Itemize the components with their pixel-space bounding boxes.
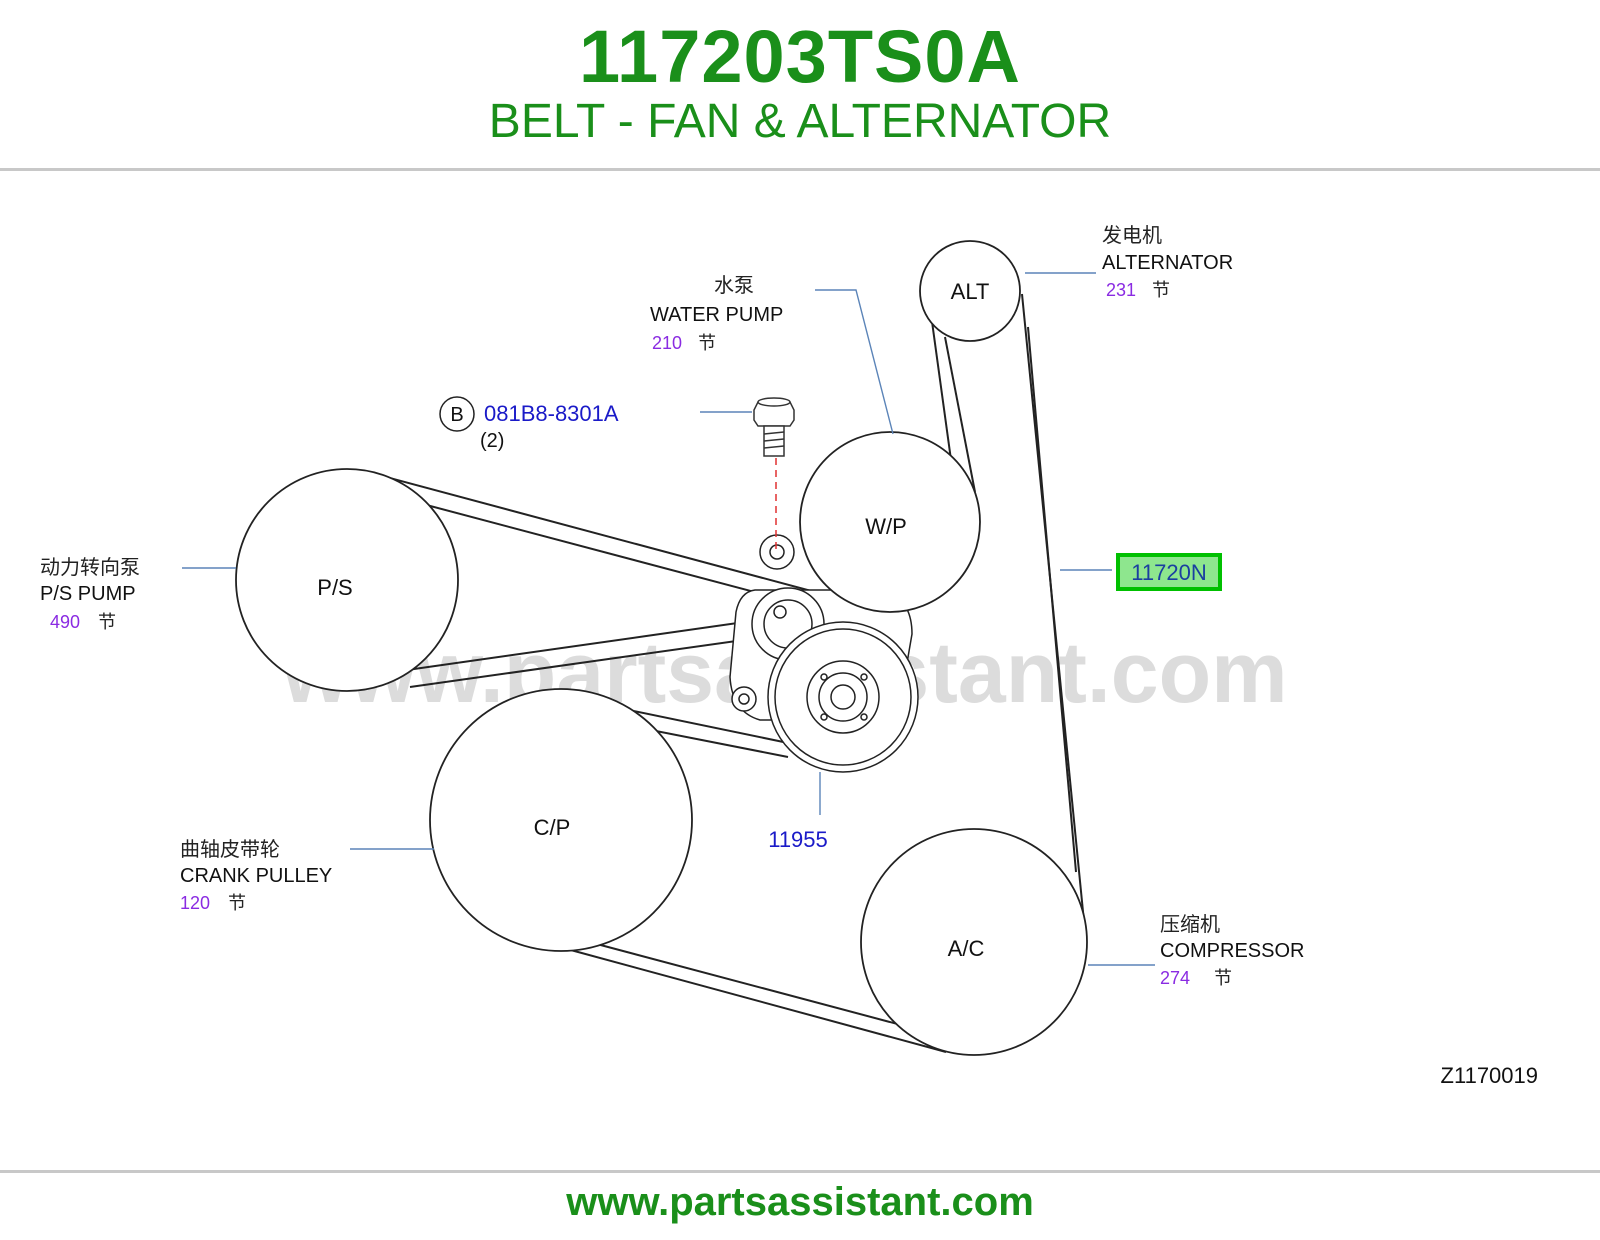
bolt-marker-circle bbox=[439, 396, 475, 432]
wp-pulley-label: W/P bbox=[865, 514, 907, 539]
cp-pulley-label: C/P bbox=[534, 815, 571, 840]
alt-pulley-label: ALT bbox=[951, 279, 990, 304]
footer-divider bbox=[0, 1170, 1600, 1173]
water-pump-count-link[interactable]: 210 bbox=[652, 333, 682, 353]
bolt-marker-letter: B bbox=[450, 404, 463, 426]
water-pump-en-label: WATER PUMP bbox=[650, 304, 783, 326]
alternator-cn-label: 发电机 bbox=[1102, 223, 1162, 247]
alternator-pulley[interactable] bbox=[919, 240, 1021, 342]
compressor-unit: 节 bbox=[1214, 968, 1232, 989]
compressor-en-label: COMPRESSOR bbox=[1160, 940, 1304, 962]
leader-lines bbox=[182, 272, 1155, 966]
ps-pulley-label: P/S bbox=[317, 575, 352, 600]
water-pump-cn-label: 水泵 bbox=[714, 273, 754, 297]
tensioner-pulley bbox=[767, 621, 919, 773]
alternator-en-label: ALTERNATOR bbox=[1102, 252, 1233, 274]
footer-url-link[interactable]: www.partsassistant.com bbox=[566, 1180, 1034, 1224]
belt-part-highlight[interactable] bbox=[1116, 553, 1222, 591]
part-number-title: 117203TS0A bbox=[578, 15, 1021, 98]
ps-pump-cn-label: 动力转向泵 bbox=[40, 555, 140, 579]
compressor-count-link[interactable]: 274 bbox=[1160, 968, 1190, 988]
crank-pulley-cn-label: 曲轴皮带轮 bbox=[180, 837, 280, 861]
crank-pulley[interactable] bbox=[429, 688, 693, 952]
bolt-icon[interactable] bbox=[753, 397, 795, 457]
diagram-id: Z1170019 bbox=[1441, 1063, 1538, 1088]
ac-pulley-label: A/C bbox=[948, 936, 985, 961]
water-pump-unit: 节 bbox=[698, 333, 716, 354]
bolt-part-link[interactable]: 081B8-8301A bbox=[484, 401, 619, 426]
crank-pulley-en-label: CRANK PULLEY bbox=[180, 865, 332, 887]
alternator-unit: 节 bbox=[1152, 280, 1170, 301]
water-pump-pulley[interactable] bbox=[799, 431, 981, 613]
compressor-pulley[interactable] bbox=[860, 828, 1088, 1056]
header-divider bbox=[0, 168, 1600, 171]
page-header: 117203TS0A BELT - FAN & ALTERNATOR bbox=[0, 0, 1600, 170]
crank-pulley-count-link[interactable]: 120 bbox=[180, 893, 210, 913]
compressor-cn-label: 压缩机 bbox=[1160, 912, 1220, 936]
ps-pump-en-label: P/S PUMP bbox=[40, 583, 136, 605]
belt-11720N bbox=[929, 293, 1087, 943]
bolt-quantity: (2) bbox=[480, 430, 504, 452]
ps-pump-unit: 节 bbox=[98, 612, 116, 633]
tensioner-part-link[interactable]: 11955 bbox=[768, 827, 828, 852]
alternator-count-link[interactable]: 231 bbox=[1106, 280, 1136, 300]
ps-pump-count-link[interactable]: 490 bbox=[50, 612, 80, 632]
part-description: BELT - FAN & ALTERNATOR bbox=[488, 95, 1112, 148]
belt-diagram: www.partsassistant.com bbox=[40, 223, 1538, 1088]
crank-pulley-unit: 节 bbox=[228, 893, 246, 914]
power-steering-pulley[interactable] bbox=[235, 468, 459, 692]
belt-part-link[interactable]: 11720N bbox=[1131, 560, 1206, 585]
